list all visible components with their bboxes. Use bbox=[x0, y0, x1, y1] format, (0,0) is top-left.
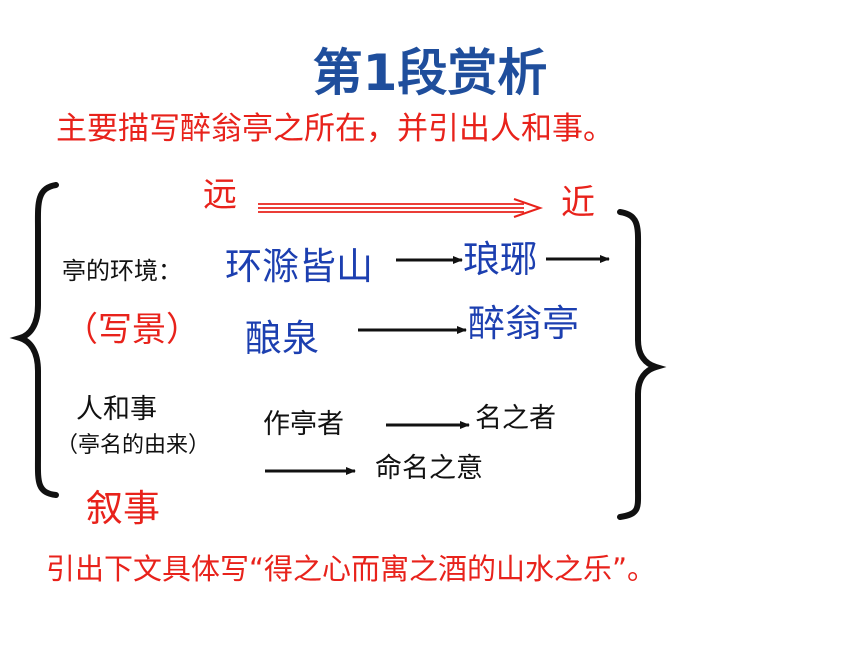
chain-item-mingmingzhiyi: 命名之意 bbox=[375, 453, 483, 484]
chain-item-huanchu: 环滁皆山 bbox=[225, 245, 373, 288]
people-events-label: 人和事 bbox=[76, 394, 157, 425]
scenery-note: （写景） bbox=[64, 310, 200, 350]
people-events-sublabel: （亭名的由来） bbox=[56, 433, 211, 458]
conclusion-text: 引出下文具体写“得之心而寓之酒的山水之乐”。 bbox=[46, 552, 657, 586]
chain-item-langya: 琅琊 bbox=[463, 238, 537, 281]
chain-item-mingzhizhe: 名之者 bbox=[475, 403, 556, 434]
right-brace bbox=[617, 209, 667, 520]
narrative-note: 叙事 bbox=[86, 487, 160, 530]
environment-label: 亭的环境： bbox=[62, 257, 182, 285]
summary-text: 主要描写醉翁亭之所在，并引出人和事。 bbox=[56, 111, 614, 147]
chain-item-zuiwengting: 醉翁亭 bbox=[468, 302, 579, 345]
far-near-arrow bbox=[258, 198, 544, 218]
chain-item-niangquan: 酿泉 bbox=[245, 317, 319, 360]
near-label: 近 bbox=[561, 183, 595, 223]
far-label: 远 bbox=[203, 175, 237, 215]
page-title: 第1段赏析 bbox=[312, 44, 548, 102]
left-brace bbox=[9, 182, 59, 498]
chain-item-zuotingzhe: 作亭者 bbox=[263, 409, 344, 440]
